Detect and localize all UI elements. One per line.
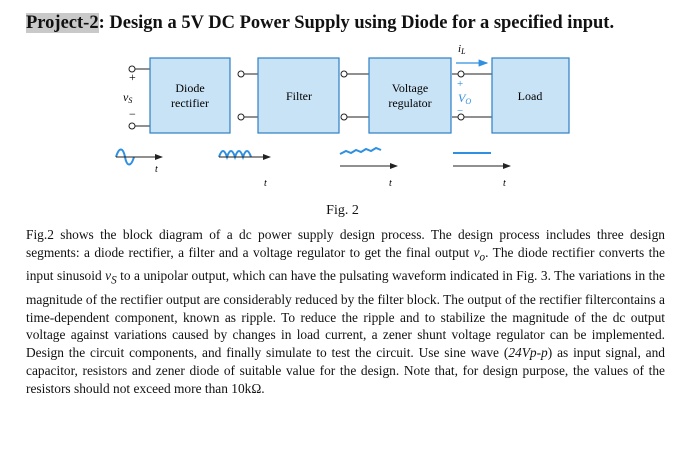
project-tag: Project-2	[26, 13, 99, 33]
regulator-label-1: Voltage	[392, 81, 428, 95]
rectifier-label-2: rectifier	[171, 96, 209, 110]
input-symbol: vS	[105, 268, 117, 287]
signal-spec: 24Vp-p	[508, 345, 548, 361]
regulator-label-2: regulator	[388, 96, 431, 110]
sine-waveform: t	[115, 148, 163, 175]
figure-caption: Fig. 2	[326, 203, 359, 218]
time-label-1: t	[155, 164, 158, 175]
diode-rectifier-block: Diode rectifier	[149, 57, 231, 134]
input-label: vS	[123, 90, 132, 105]
load-label: Load	[518, 89, 543, 103]
time-label-2: t	[264, 178, 267, 189]
description-paragraph: Fig.2 shows the block diagram of a dc po…	[26, 227, 666, 396]
time-label-4: t	[503, 178, 506, 189]
filter-label: Filter	[286, 89, 312, 103]
rectified-waveform: t	[218, 150, 271, 189]
output-minus: −	[457, 105, 463, 117]
rectifier-label-1: Diode	[175, 81, 204, 95]
block-diagram: + vS − Diode rectifier Filter Voltage re…	[115, 43, 570, 189]
filter-block: Filter	[257, 57, 340, 134]
time-label-3: t	[389, 178, 392, 189]
ripple-waveform: t	[339, 146, 398, 189]
project-title: : Design a 5V DC Power Supply using Diod…	[98, 13, 615, 33]
input-minus: −	[129, 107, 136, 121]
input-plus: +	[129, 70, 136, 84]
load-block: Load	[491, 57, 570, 134]
output-plus: +	[457, 78, 463, 90]
output-voltage-label: VO	[458, 91, 471, 106]
current-label: iL	[458, 43, 466, 56]
voltage-regulator-block: Voltage regulator	[368, 57, 452, 134]
dc-waveform: t	[453, 152, 511, 189]
output-symbol: vo	[473, 244, 486, 264]
terminals	[128, 65, 465, 130]
project-heading: Project-2: Design a 5V DC Power Supply u…	[26, 13, 614, 34]
